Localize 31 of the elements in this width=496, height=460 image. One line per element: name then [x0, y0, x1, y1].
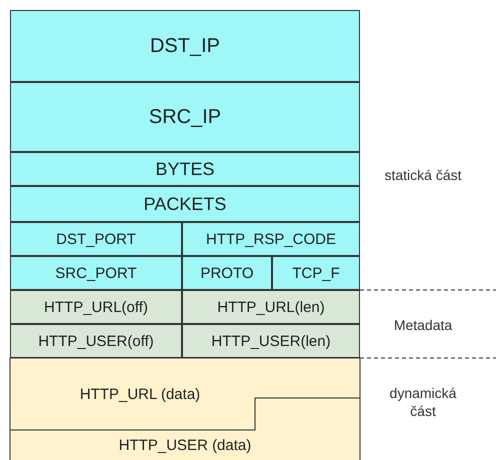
field-name: HTTP_USER(off) — [38, 332, 154, 350]
field-cell — [272, 256, 360, 290]
field-cell — [10, 222, 182, 256]
field-name: DST_PORT — [56, 230, 136, 248]
field-cell — [182, 290, 360, 324]
field-cell — [10, 82, 360, 152]
field-name: HTTP_URL (data) — [80, 386, 200, 402]
field-cell — [10, 256, 182, 290]
field-cell — [182, 256, 272, 290]
field-name: HTTP_URL(off) — [44, 298, 148, 316]
field-name: HTTP_USER (data) — [118, 436, 252, 454]
field-name: PROTO — [200, 264, 254, 282]
field-name: HTTP_RSP_CODE — [206, 230, 336, 248]
field-cell — [10, 10, 360, 82]
field-cell — [10, 152, 360, 186]
field-cell — [10, 290, 182, 324]
field-name: TCP_F — [292, 264, 340, 282]
section-label: statická část — [383, 166, 463, 184]
section-label: dynamická část — [388, 384, 458, 420]
field-cell — [10, 324, 182, 358]
field-cell — [182, 222, 360, 256]
field-name: PACKETS — [144, 194, 226, 214]
field-name: SRC_PORT — [55, 264, 137, 282]
field-cell — [10, 186, 360, 222]
field-name: BYTES — [155, 158, 215, 180]
section-label: Metadata — [392, 316, 454, 334]
field-name: HTTP_URL(len) — [217, 298, 325, 316]
field-name: HTTP_USER(len) — [211, 332, 331, 350]
field-name: SRC_IP — [148, 106, 222, 128]
field-cell — [182, 324, 360, 358]
field-name: DST_IP — [150, 34, 220, 58]
